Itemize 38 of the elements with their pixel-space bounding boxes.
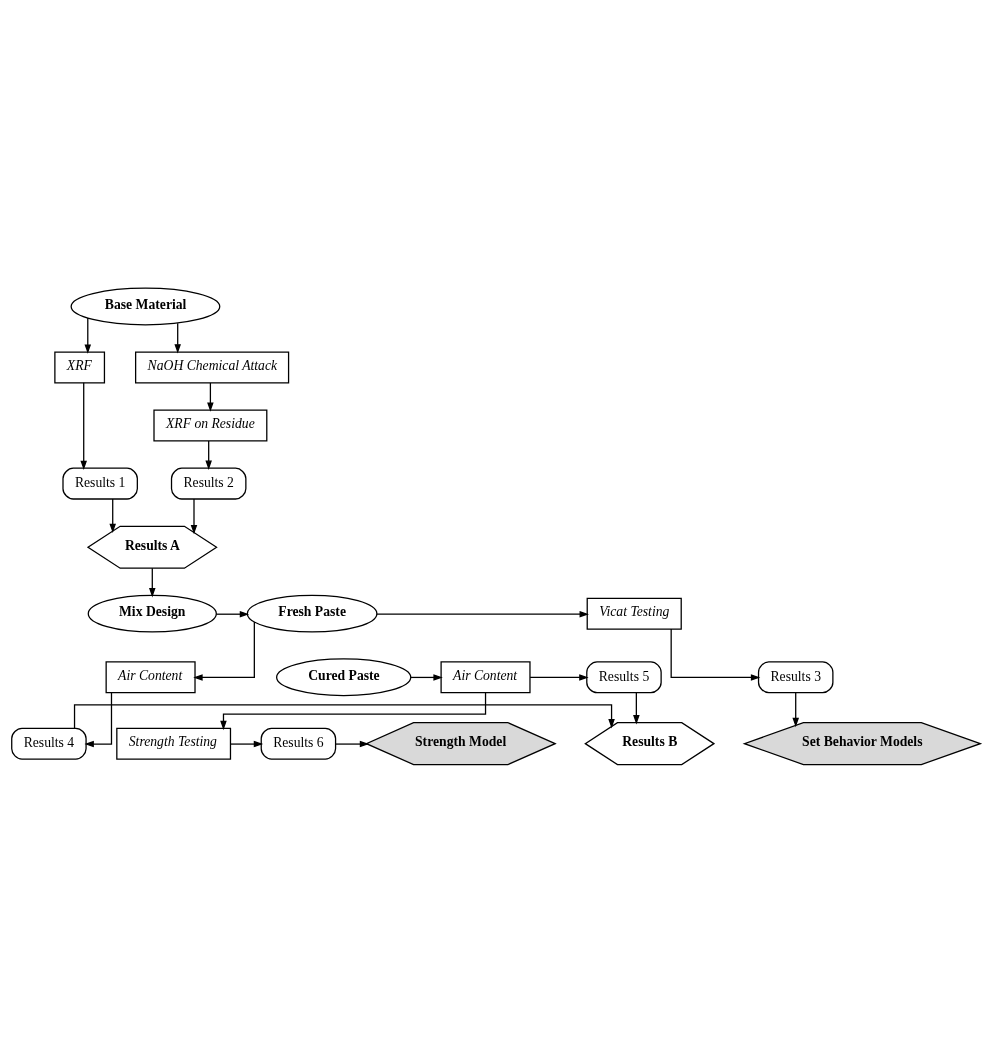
arrow [205,440,212,470]
node-ellipse: Fresh Paste [246,594,378,633]
arrow [149,567,156,598]
arrow [792,692,799,728]
node-box: Strength Testing [116,727,232,760]
arrow [376,610,589,618]
node-box: Results 2 [170,467,247,500]
arrow [109,498,116,534]
node-ellipse: Base Material [70,287,221,326]
arrow [670,628,761,681]
arrow [633,692,640,725]
arrow [84,317,92,354]
arrow [193,621,255,681]
arrow [174,322,181,354]
node-box: Results 4 [11,727,87,760]
arrow [529,674,589,681]
arrow [410,674,443,681]
arrow [80,382,87,471]
node-box: Vicat Testing [586,597,682,630]
arrow [229,740,264,748]
arrow [335,740,370,748]
arrow [207,382,214,412]
node-ellipse: Cured Paste [276,658,412,697]
node-box: XRF on Residue [153,409,268,442]
node-box: XRF [54,351,106,384]
arrow [84,692,113,748]
arrow [190,498,198,535]
node-box: Results 1 [62,467,138,500]
node-box: Air Content [105,661,196,694]
node-box: NaOH Chemical Attack [135,351,290,384]
arrow [215,610,250,618]
arrow [220,692,487,731]
node-ellipse: Mix Design [87,594,217,633]
node-box: Results 6 [260,727,337,760]
node-box: Results 5 [586,661,662,694]
node-box: Air Content [440,661,531,694]
arrow [73,704,615,729]
node-box: Results 3 [757,661,834,694]
